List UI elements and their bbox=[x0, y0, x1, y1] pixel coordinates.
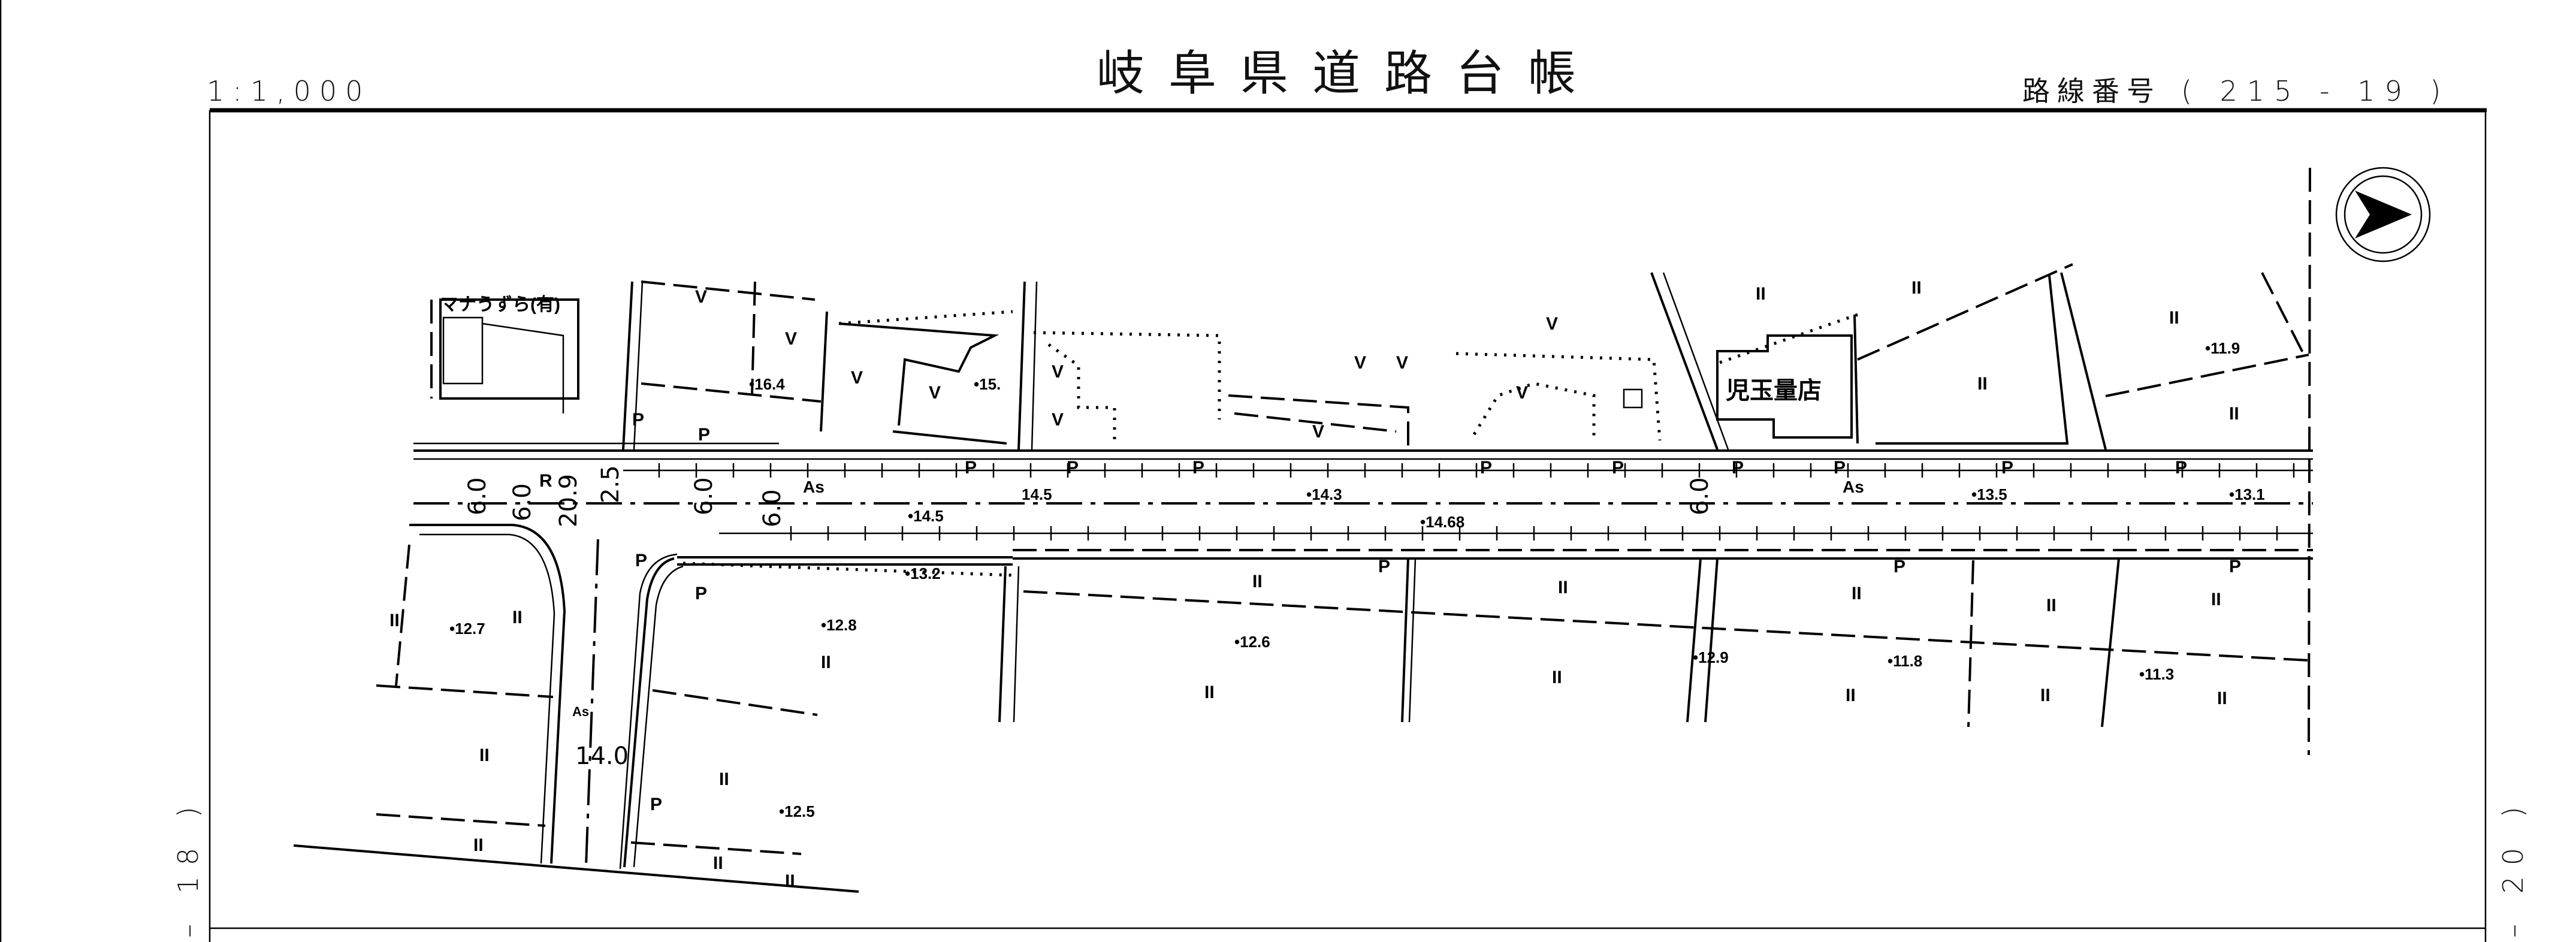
elevation: •15. bbox=[974, 375, 1001, 393]
map-symbol-field: II bbox=[785, 871, 795, 891]
map-symbol-crop: V bbox=[1312, 422, 1324, 442]
map-symbol-crop: V bbox=[1516, 383, 1528, 403]
elevation: 14.5 bbox=[1022, 485, 1052, 503]
side-road bbox=[293, 442, 859, 893]
map-symbol-crop: V bbox=[1546, 314, 1558, 334]
map-symbol-field: II bbox=[2169, 308, 2179, 328]
map-symbol-parking: P bbox=[635, 551, 647, 570]
map-symbol-field: II bbox=[713, 853, 723, 873]
map-symbol-field: II bbox=[512, 608, 523, 627]
map-symbol-field: II bbox=[719, 769, 729, 789]
map-symbol-parking: P bbox=[1894, 557, 1905, 576]
map-symbol-field: II bbox=[2217, 689, 2227, 708]
pavement-label: As bbox=[803, 478, 825, 496]
map-symbol-field: II bbox=[2229, 404, 2239, 424]
map-symbol-parking: P bbox=[965, 458, 977, 478]
dimension-label: 6.0 bbox=[1686, 477, 1714, 515]
parcel-boundaries bbox=[376, 263, 2309, 855]
radius-label: R bbox=[539, 471, 552, 491]
map-symbol-parking: P bbox=[1378, 557, 1390, 576]
place-label-mana: マナうずら(有) bbox=[440, 295, 560, 315]
dimension-label: 6.0 bbox=[464, 477, 491, 515]
dimension-label: 6.0 bbox=[759, 489, 786, 527]
map-symbol-parking: P bbox=[650, 795, 662, 814]
map-symbol-field: II bbox=[1977, 374, 1988, 394]
map-symbol-parking: P bbox=[2175, 458, 2187, 478]
map-symbol-parking: P bbox=[1834, 458, 1846, 478]
elevation: •12.5 bbox=[779, 802, 815, 820]
map-symbol-parking: P bbox=[1192, 458, 1204, 478]
map-symbol-parking: P bbox=[695, 584, 707, 603]
map-symbol-field: II bbox=[389, 611, 400, 630]
map-symbol-parking: P bbox=[632, 410, 644, 430]
elevation: •13.2 bbox=[905, 564, 941, 582]
map-symbol-parking: P bbox=[2001, 458, 2013, 478]
building-mana bbox=[442, 316, 564, 413]
dimension-label: 2.5 bbox=[597, 465, 624, 503]
main-road bbox=[413, 449, 2313, 566]
elevation: •11.8 bbox=[1888, 652, 1922, 670]
north-arrow-icon bbox=[2335, 167, 2431, 262]
map-symbol-crop: V bbox=[1052, 362, 1064, 382]
elevation: •11.9 bbox=[2205, 339, 2240, 357]
map-symbol-field: II bbox=[1558, 578, 1568, 597]
scale-label: 1:1,000 bbox=[207, 75, 371, 107]
map-symbols: P P P P P P P P P P P P P P P P P II II II II II II II II II II II I… bbox=[389, 278, 2241, 891]
map-symbol-parking: P bbox=[2229, 557, 2241, 576]
dimension-label: 20.9 bbox=[555, 474, 582, 527]
elevation: •11.3 bbox=[2139, 665, 2174, 683]
dimension-label: 14.0 bbox=[575, 742, 629, 770]
elevation: •12.7 bbox=[449, 620, 485, 638]
map-symbol-crop: V bbox=[695, 287, 707, 307]
place-label-kodama: 児玉量店 bbox=[1726, 378, 1822, 404]
elevation: •12.9 bbox=[1693, 648, 1729, 666]
elevation: •14.3 bbox=[1306, 485, 1342, 503]
map-symbol-crop: V bbox=[1396, 353, 1408, 373]
elevation: •14.5 bbox=[908, 507, 944, 525]
map-symbol-field: II bbox=[473, 835, 484, 855]
map-symbol-field: II bbox=[1846, 686, 1856, 705]
map-symbol-field: II bbox=[1911, 278, 1922, 298]
map-symbol-field: II bbox=[1756, 284, 1766, 304]
map-symbol-field: II bbox=[2040, 686, 2050, 705]
map-symbol-parking: P bbox=[1067, 458, 1079, 478]
map-symbol-field: II bbox=[821, 653, 831, 672]
pavement-label: As bbox=[1843, 478, 1864, 496]
map-symbol-crop: V bbox=[785, 329, 797, 349]
map-symbol-field: II bbox=[1552, 668, 1562, 687]
elevation: •12.8 bbox=[821, 616, 857, 634]
page-title: 岐阜県道路台帳 bbox=[1097, 46, 1600, 101]
elevation: •13.1 bbox=[2229, 485, 2265, 503]
elevation: •13.5 bbox=[1971, 485, 2007, 503]
map-symbol-field: II bbox=[2046, 596, 2056, 615]
map-labels: マナうずら(有) 児玉量店 •16.4 •15. •14.5 14.5 •14.… bbox=[440, 295, 2265, 820]
map-symbol-parking: P bbox=[698, 425, 710, 445]
map-symbol-crop: V bbox=[851, 368, 863, 388]
map-symbol-parking: P bbox=[1732, 458, 1744, 478]
elevation: •14.68 bbox=[1420, 513, 1464, 531]
sidewalk-tick-marks bbox=[658, 463, 2295, 541]
sheet-ref-left: – 18 ) bbox=[172, 796, 204, 938]
map-symbol-field: II bbox=[479, 745, 490, 765]
elevation: •16.4 bbox=[749, 375, 785, 393]
map-symbol-parking: P bbox=[1612, 458, 1624, 478]
route-number: ( 215 - 19 ) bbox=[2181, 75, 2450, 107]
map-symbol-field: II bbox=[1852, 584, 1862, 603]
map-symbol-field: II bbox=[2211, 590, 2221, 609]
dimension-label: 6.0 bbox=[509, 483, 536, 521]
dimension-label: 6.0 bbox=[690, 477, 718, 515]
map-symbol-field: II bbox=[1252, 572, 1263, 591]
route-label: 路線番号 bbox=[2022, 75, 2161, 107]
pavement-label: As bbox=[572, 704, 589, 719]
map-symbol-crop: V bbox=[929, 383, 941, 403]
map-symbol-field: II bbox=[1204, 683, 1215, 702]
building-kodama bbox=[1716, 334, 1853, 439]
map-symbol-parking: P bbox=[1480, 458, 1492, 478]
elevation: •12.6 bbox=[1234, 633, 1270, 651]
map-symbol-crop: V bbox=[1354, 353, 1366, 373]
waterways bbox=[622, 167, 2311, 756]
map-symbol-crop: V bbox=[1052, 410, 1064, 430]
sheet-ref-right: – 20 ) bbox=[2497, 796, 2529, 938]
